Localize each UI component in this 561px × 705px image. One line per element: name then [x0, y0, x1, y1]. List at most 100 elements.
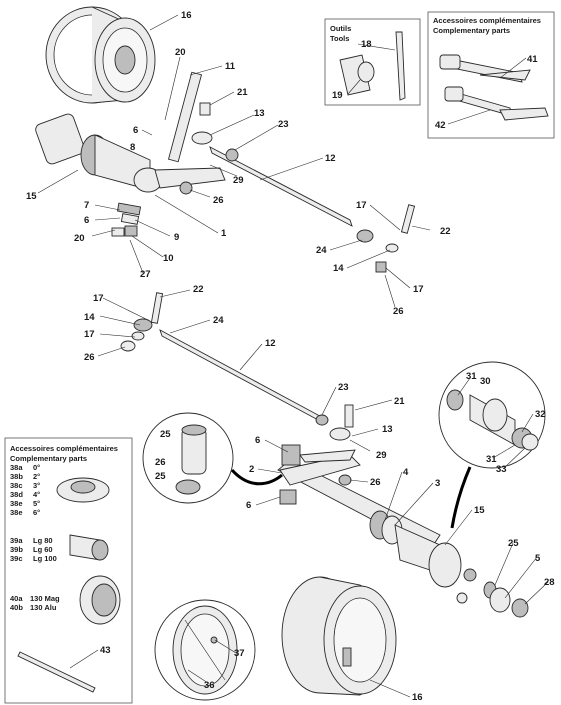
legend-value: 6°: [33, 508, 40, 517]
complementary-left-title-fr: Accessoires complémentaires: [10, 444, 118, 453]
legend-code: 38e: [10, 508, 23, 517]
callout-4: 4: [403, 467, 409, 478]
callout-17: 17: [93, 293, 104, 304]
callout-8: 8: [130, 142, 135, 153]
legend-code: 39a: [10, 536, 23, 545]
legend-code: 38d: [10, 490, 23, 499]
callout-3: 3: [435, 478, 440, 489]
callout-7: 7: [84, 200, 89, 211]
legend-code: 39c: [10, 554, 23, 563]
callout-19: 19: [332, 90, 343, 101]
callout-6: 6: [133, 125, 138, 136]
bolt-11: [167, 71, 211, 163]
callout-18: 18: [361, 39, 372, 50]
callout-9: 9: [174, 232, 179, 243]
legend-value: Lg 80: [33, 536, 53, 545]
tie-rod-upper: [179, 131, 416, 273]
callout-33: 33: [496, 464, 507, 475]
legend-value: 130 Alu: [30, 603, 57, 612]
callout-41: 41: [527, 54, 538, 65]
tools-box: Outils Tools: [324, 18, 421, 106]
legend-code: 38a: [10, 463, 23, 472]
callout-14: 14: [84, 312, 95, 323]
callout-20: 20: [175, 47, 186, 58]
callout-21: 21: [237, 87, 248, 98]
callout-17: 17: [356, 200, 367, 211]
callout-labels: 16 20 11 21 6 13 8 23 12 15 29 26 7 6 9 …: [26, 10, 555, 703]
legend-code: 39b: [10, 545, 23, 554]
callout-29: 29: [233, 175, 244, 186]
callout-43: 43: [100, 645, 111, 656]
callout-26: 26: [213, 195, 224, 206]
callout-25: 25: [160, 429, 171, 440]
callout-26: 26: [393, 306, 404, 317]
callout-17: 17: [413, 284, 424, 295]
legend-code: 38c: [10, 481, 23, 490]
callout-23: 23: [278, 119, 289, 130]
callout-22: 22: [193, 284, 204, 295]
legend-value: 2°: [33, 472, 40, 481]
callout-37: 37: [234, 648, 245, 659]
callout-13: 13: [254, 108, 265, 119]
callout-25: 25: [508, 538, 519, 549]
callout-6: 6: [255, 435, 260, 446]
callout-28: 28: [544, 577, 555, 588]
callout-5: 5: [535, 553, 541, 564]
callout-15: 15: [26, 191, 37, 202]
legend-value: 3°: [33, 481, 40, 490]
detail-circle-hub: [438, 361, 546, 529]
callout-16: 16: [412, 692, 423, 703]
callout-2: 2: [249, 464, 254, 475]
leader-lines: [37, 14, 549, 698]
legend-value: 4°: [33, 490, 40, 499]
wheel-detail-circle: [154, 599, 256, 701]
callout-14: 14: [333, 263, 344, 274]
callout-25: 25: [155, 471, 166, 482]
callout-16: 16: [181, 10, 192, 21]
callout-22: 22: [440, 226, 451, 237]
complementary-parts-box-left: Accessoires complémentaires Complementar…: [4, 437, 133, 704]
legend-value: 130 Mag: [30, 594, 60, 603]
callout-26: 26: [370, 477, 381, 488]
callout-1: 1: [221, 228, 227, 239]
callout-27: 27: [140, 269, 151, 280]
callout-6: 6: [246, 500, 251, 511]
detail-circle-kingpin: [142, 412, 283, 504]
tools-title-fr: Outils: [330, 24, 351, 33]
callout-12: 12: [265, 338, 276, 349]
callout-31: 31: [486, 454, 497, 465]
legend-value: Lg 60: [33, 545, 53, 554]
complementary-top-title-fr: Accessoires complémentaires: [433, 16, 541, 25]
complementary-left-title-en: Complementary parts: [10, 454, 87, 463]
legend-value: 5°: [33, 499, 40, 508]
callout-15: 15: [474, 505, 485, 516]
legend-value: Lg 100: [33, 554, 57, 563]
callout-24: 24: [213, 315, 224, 326]
callout-12: 12: [325, 153, 336, 164]
callout-11: 11: [225, 61, 236, 72]
complementary-top-title-en: Complementary parts: [433, 26, 510, 35]
callout-26: 26: [84, 352, 95, 363]
callout-23: 23: [338, 382, 349, 393]
callout-26: 26: [155, 457, 166, 468]
lower-axle-assembly: [277, 444, 529, 618]
callout-31: 31: [466, 371, 477, 382]
wheel-rim-bottom: [281, 576, 397, 696]
callout-20: 20: [74, 233, 85, 244]
callout-32: 32: [535, 409, 546, 420]
legend-code: 38b: [10, 472, 23, 481]
tie-rod-lower: [120, 292, 354, 441]
legend-code: 40b: [10, 603, 23, 612]
tools-title-en: Tools: [330, 34, 349, 43]
callout-29: 29: [376, 450, 387, 461]
upper-hub-assembly: [35, 113, 226, 237]
callout-24: 24: [316, 245, 327, 256]
legend-value: 0°: [33, 463, 40, 472]
wheel-rim-top: [45, 6, 156, 104]
callout-6: 6: [84, 215, 89, 226]
callout-36: 36: [204, 680, 215, 691]
complementary-parts-box-top: Accessoires complémentaires Complementar…: [427, 11, 555, 139]
callout-13: 13: [382, 424, 393, 435]
